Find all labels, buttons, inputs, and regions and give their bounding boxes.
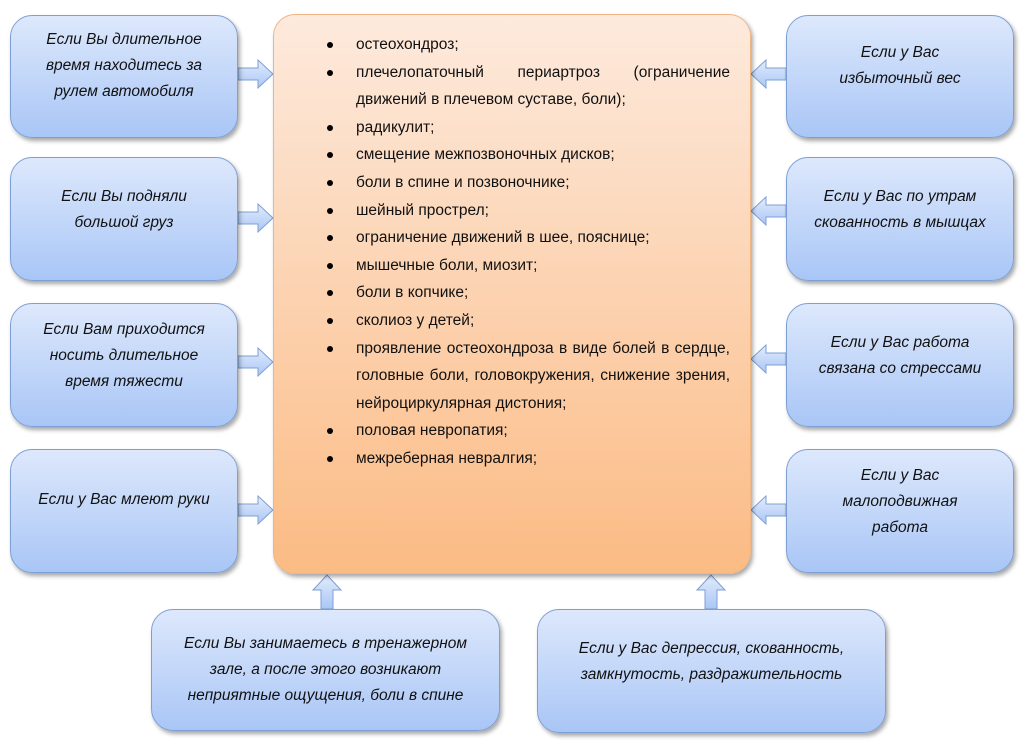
arrow-right-2 bbox=[237, 202, 274, 234]
conditions-list: остеохондроз;плечелопаточный периартроз … bbox=[274, 31, 730, 473]
arrow-left-2 bbox=[750, 195, 787, 227]
right-box-4: Если у Вас малоподвижная работа bbox=[786, 449, 1014, 573]
arrow-left-3 bbox=[750, 343, 787, 375]
arrow-right-4 bbox=[237, 494, 274, 526]
arrow-up-2 bbox=[695, 574, 727, 610]
condition-item: мышечные боли, миозит; bbox=[274, 252, 730, 280]
box-text: Если у Вас млеют руки bbox=[38, 491, 210, 508]
box-text: Если Вы занимаетесь в тренажерном зале, … bbox=[183, 635, 468, 704]
box-text: Если у Вас по утрам скованность в мышцах bbox=[814, 188, 986, 231]
arrow-left-4 bbox=[750, 494, 787, 526]
right-box-3: Если у Вас работа связана со стрессами bbox=[786, 303, 1014, 427]
condition-item: проявление остеохондроза в виде болей в … bbox=[274, 335, 730, 418]
left-box-1: Если Вы длительное время находитесь за р… bbox=[10, 15, 238, 138]
left-box-3: Если Вам приходится носить длительное вр… bbox=[10, 303, 238, 427]
arrow-left-1 bbox=[750, 58, 787, 90]
right-box-1: Если у Вас избыточный вес bbox=[786, 15, 1014, 138]
arrow-right-1 bbox=[237, 58, 274, 90]
box-text: Если Вы длительное время находитесь за р… bbox=[45, 30, 203, 100]
box-text: Если у Вас депрессия, скованность, замкн… bbox=[578, 640, 845, 683]
box-text: Если у Вас малоподвижная работа bbox=[842, 467, 958, 536]
bottom-box-1: Если Вы занимаетесь в тренажерном зале, … bbox=[151, 609, 500, 731]
condition-item: ограничение движений в шее, пояснице; bbox=[274, 224, 730, 252]
right-box-2: Если у Вас по утрам скованность в мышцах bbox=[786, 157, 1014, 281]
condition-item: сколиоз у детей; bbox=[274, 307, 730, 335]
box-text: Если у Вас избыточный вес bbox=[839, 43, 961, 87]
left-box-4: Если у Вас млеют руки bbox=[10, 449, 238, 573]
condition-item: плечелопаточный периартроз (ограничение … bbox=[274, 59, 730, 114]
condition-item: половая невропатия; bbox=[274, 417, 730, 445]
box-text: Если у Вас работа связана со стрессами bbox=[818, 334, 982, 377]
box-text: Если Вы подняли большой груз bbox=[61, 188, 187, 231]
condition-item: шейный прострел; bbox=[274, 197, 730, 225]
arrow-up-1 bbox=[311, 574, 343, 610]
condition-item: боли в копчике; bbox=[274, 279, 730, 307]
condition-item: смещение межпозвоночных дисков; bbox=[274, 141, 730, 169]
bottom-box-2: Если у Вас депрессия, скованность, замкн… bbox=[537, 609, 886, 733]
conditions-box: остеохондроз;плечелопаточный периартроз … bbox=[273, 14, 751, 574]
condition-item: радикулит; bbox=[274, 114, 730, 142]
condition-item: межреберная невралгия; bbox=[274, 445, 730, 473]
left-box-2: Если Вы подняли большой груз bbox=[10, 157, 238, 281]
arrow-right-3 bbox=[237, 346, 274, 378]
box-text: Если Вам приходится носить длительное вр… bbox=[43, 321, 205, 390]
condition-item: боли в спине и позвоночнике; bbox=[274, 169, 730, 197]
condition-item: остеохондроз; bbox=[274, 31, 730, 59]
